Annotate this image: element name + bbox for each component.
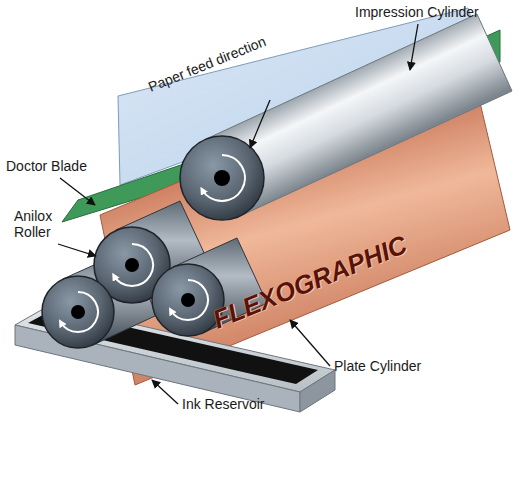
impression-cylinder-end bbox=[180, 136, 264, 220]
rotation-arrow bbox=[61, 292, 98, 332]
roller-hub bbox=[125, 258, 139, 272]
leader-line bbox=[58, 244, 96, 256]
leader-line bbox=[60, 178, 95, 205]
leader-line bbox=[290, 320, 330, 366]
part-label: Ink Reservoir bbox=[182, 396, 292, 412]
part-label: Paper feed direction bbox=[146, 9, 328, 95]
part-label: Doctor Blade bbox=[6, 158, 106, 174]
part-label: Impression Cylinder bbox=[355, 4, 525, 20]
cylinder-hub bbox=[214, 170, 230, 186]
plate-text: FLEXOGRAPHIC bbox=[198, 226, 422, 340]
part-label: Anilox Roller bbox=[14, 208, 66, 240]
reservoir-end bbox=[300, 370, 335, 412]
leader-line bbox=[410, 24, 418, 70]
part-label: Plate Cylinder bbox=[334, 358, 454, 374]
roller-hub bbox=[71, 305, 85, 319]
fountain-roller-end bbox=[42, 276, 114, 348]
rotation-arrow bbox=[171, 280, 208, 320]
rotation-arrow bbox=[114, 244, 153, 286]
leader-line bbox=[152, 380, 178, 404]
feed-arrow bbox=[250, 100, 270, 148]
rotation-arrow bbox=[202, 155, 245, 201]
roller-hub bbox=[181, 293, 195, 307]
